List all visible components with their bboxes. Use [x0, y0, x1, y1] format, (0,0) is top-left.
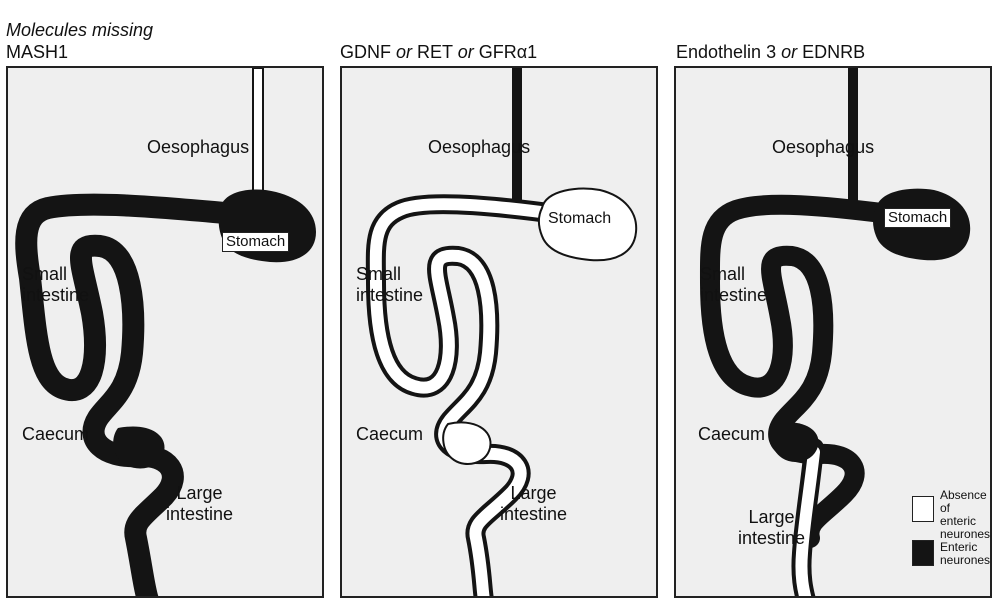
panel-title-gdnf: GDNF or RET or GFRα1: [340, 42, 537, 63]
caecum-shape: [771, 422, 818, 462]
label-oesophagus: Oesophagus: [428, 137, 530, 158]
panel-title-mash1: MASH1: [6, 42, 68, 63]
label-caecum: Caecum: [22, 424, 89, 445]
label-caecum: Caecum: [356, 424, 423, 445]
legend-swatch-absence: [912, 496, 934, 522]
caecum-shape: [443, 422, 490, 464]
panel-title-endothelin: Endothelin 3 or EDNRB: [676, 42, 865, 63]
figure-heading: Molecules missing: [6, 20, 153, 41]
label-oesophagus: Oesophagus: [772, 137, 874, 158]
label-caecum: Caecum: [698, 424, 765, 445]
label-stomach: Stomach: [884, 208, 951, 228]
label-oesophagus: Oesophagus: [147, 137, 249, 158]
label-stomach: Stomach: [222, 232, 289, 252]
label-stomach: Stomach: [548, 208, 611, 229]
legend-swatch-neurones: [912, 540, 934, 566]
